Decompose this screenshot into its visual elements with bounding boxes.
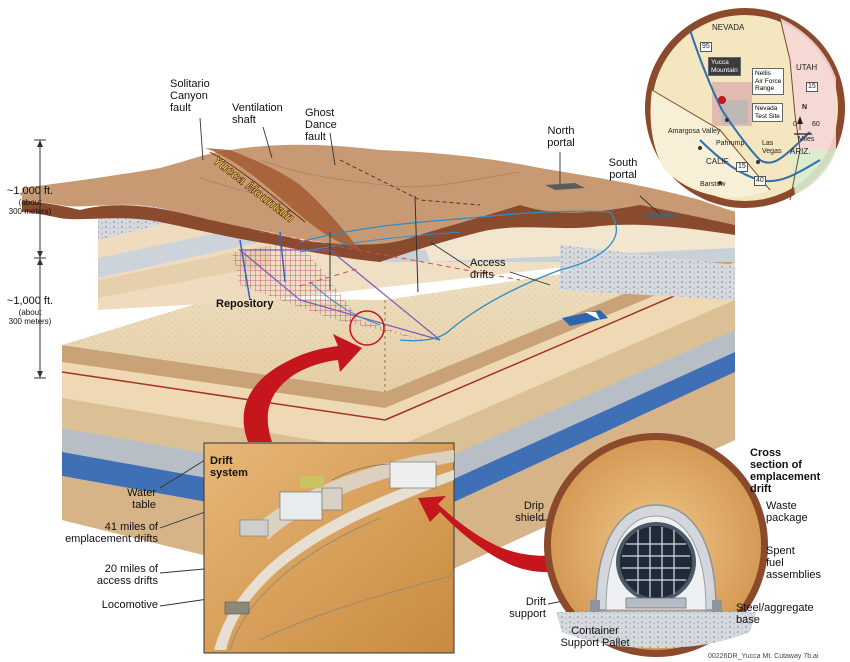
north-portal-label: North portal [547, 125, 575, 149]
ghost-dance-fault-label: Ghost Dance fault [305, 107, 337, 143]
map-scale-miles: Miles [798, 136, 815, 143]
waste-package-label: Waste package [766, 500, 808, 524]
drip-shield-label: Drip shield [515, 500, 544, 524]
fuel-assembly-grid [622, 527, 690, 597]
map-calif-label: CALIF. [706, 157, 731, 166]
location-map [645, 8, 845, 208]
map-utah-label: UTAH [796, 63, 818, 72]
south-portal-label: South portal [608, 157, 638, 181]
drift-system-title: Drift system [210, 455, 248, 479]
repository-label: Repository [216, 298, 274, 310]
depth-upper-sub-label: (about 300 meters) [8, 198, 52, 216]
locomotive-label: Locomotive [101, 599, 158, 611]
ventilation-shaft-label: Ventilation shaft [232, 102, 283, 126]
drift-system-inset [203, 442, 455, 654]
water-table-label: Water table [127, 487, 156, 511]
figure-id: 00226DR_Yucca Mt. Cutaway 7b.ai [708, 653, 819, 660]
container-support-pallet-label: Container Support Pallet [560, 625, 630, 649]
map-hwy-95-label: 95 [700, 42, 712, 52]
map-amargosa-label: Amargosa Valley [668, 128, 721, 135]
map-hwy-15b-label: 15 [736, 162, 748, 172]
north-portal-marker [545, 183, 585, 190]
map-scale-zero: 0 [793, 121, 797, 128]
map-las-vegas-label: Las Vegas [762, 140, 782, 155]
south-portal-marker [640, 212, 680, 219]
repository-drifts [232, 195, 617, 346]
access-drifts-miles-label: 20 miles of access drifts [96, 563, 158, 587]
mountain-surface [22, 144, 735, 262]
depth-scale [34, 139, 46, 379]
drift-support-label: Drift support [509, 596, 546, 620]
depth-lower-sub-label: (about 300 meters) [8, 308, 52, 326]
access-drifts-label: Access drifts [470, 257, 506, 281]
red-arrow-upper [243, 334, 362, 442]
map-pahrump-label: Pahrump [716, 140, 745, 147]
map-nellis-box: Nellis Air Force Range [752, 68, 785, 95]
map-test-site-box: Nevada Test Site [752, 103, 783, 122]
map-hwy-15-label: 15 [806, 82, 818, 92]
map-north-label: N [802, 104, 808, 111]
spent-fuel-label: Spent fuel assemblies [766, 545, 822, 581]
map-barstow-label: Barstow [700, 181, 726, 188]
map-yucca-box: Yucca Mountain [708, 57, 741, 76]
cross-section-title: Cross section of emplacement drift [750, 447, 821, 495]
map-nevada-label: NEVADA [712, 23, 745, 32]
solitario-canyon-fault-label: Solitario Canyon fault [170, 78, 210, 114]
block-front-right-face [384, 248, 736, 600]
emplacement-drifts-label: 41 miles of emplacement drifts [65, 521, 158, 545]
map-scale-sixty: 60 [812, 121, 820, 128]
cross-section-drift [544, 433, 768, 657]
map-hwy-40-label: 40 [754, 176, 766, 186]
depth-lower-label: ~1,000 ft. [6, 295, 54, 307]
steel-aggregate-base-label: Steel/aggregate base [736, 602, 814, 626]
map-ariz-label: ARIZ. [790, 147, 811, 156]
depth-upper-label: ~1,000 ft. [6, 185, 54, 197]
